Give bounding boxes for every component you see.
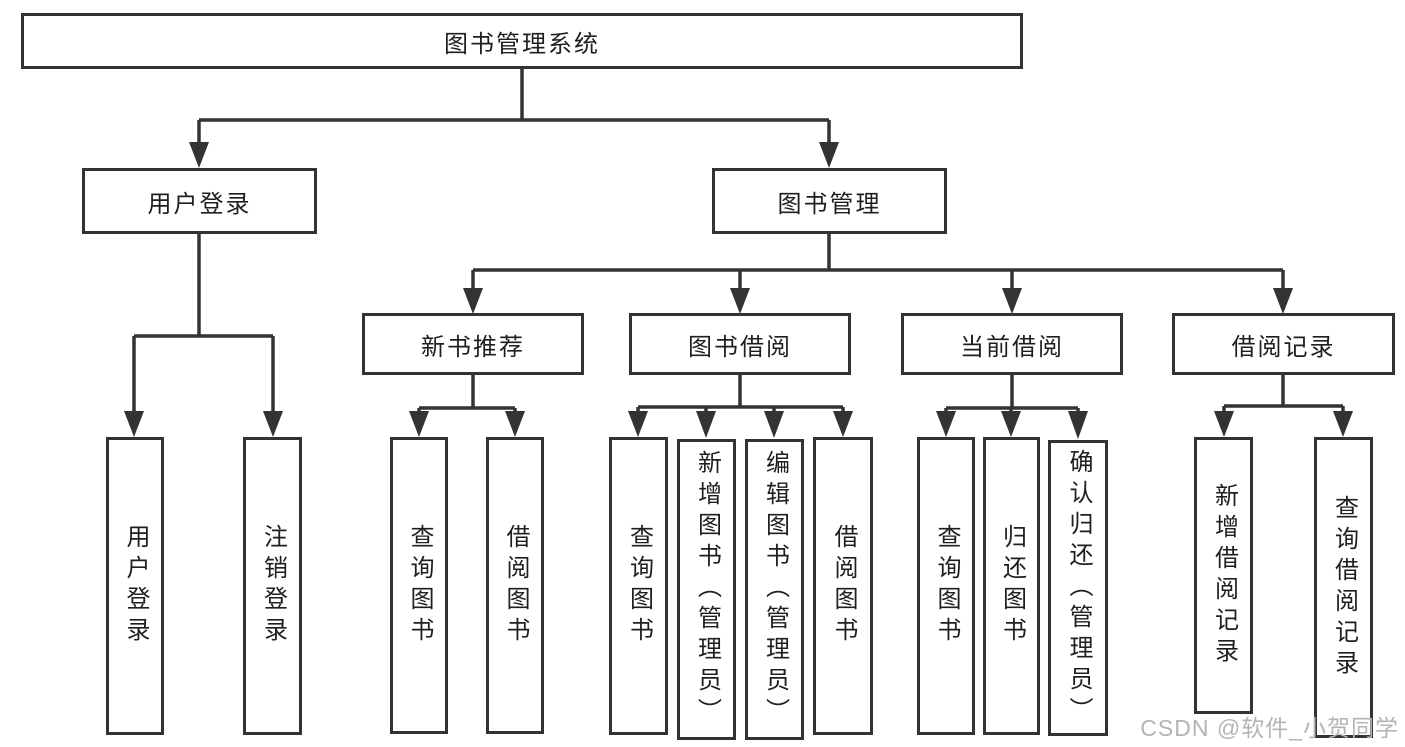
arrowhead-icon — [833, 411, 853, 437]
node-user-login-leaf-label: 用户登录 — [122, 524, 149, 648]
node-current-confirm-return-admin-label: 确认归还（管理员） — [1065, 448, 1092, 728]
node-current-return-books: 归还图书 — [983, 437, 1040, 735]
node-root-label: 图书管理系统 — [444, 30, 600, 58]
node-borrow-edit-books-admin-label: 编辑图书（管理员） — [761, 450, 789, 729]
node-book-borrowing: 图书借阅 — [629, 313, 851, 375]
node-borrow-query-books-label: 查询图书 — [625, 524, 653, 648]
node-current-borrowing: 当前借阅 — [901, 313, 1123, 375]
node-current-query-books-label: 查询图书 — [933, 524, 960, 648]
node-user-login-group: 用户登录 — [82, 168, 317, 234]
node-recommend-borrow-books-label: 借阅图书 — [502, 523, 529, 648]
arrowhead-icon — [1002, 288, 1022, 314]
node-root: 图书管理系统 — [21, 13, 1023, 69]
arrowhead-icon — [409, 411, 429, 437]
node-borrow-borrow-books-label: 借阅图书 — [830, 524, 857, 648]
node-logout-leaf: 注销登录 — [243, 437, 302, 735]
arrowhead-icon — [936, 411, 956, 437]
arrowhead-icon — [819, 142, 839, 168]
node-recommend-query-books-label: 查询图书 — [406, 523, 433, 648]
node-records-add-record: 新增借阅记录 — [1194, 437, 1253, 714]
node-borrow-query-books: 查询图书 — [609, 437, 668, 735]
node-user-login-group-label: 用户登录 — [147, 190, 252, 218]
node-borrow-add-books-admin: 新增图书（管理员） — [677, 439, 736, 740]
arrowheads — [124, 142, 1353, 439]
node-current-confirm-return-admin: 确认归还（管理员） — [1048, 440, 1108, 736]
watermark: CSDN @软件_小贺同学 — [1140, 715, 1399, 741]
arrowhead-icon — [1273, 288, 1293, 314]
node-borrowing-records-label: 借阅记录 — [1231, 333, 1336, 361]
connector-lines — [132, 68, 1345, 414]
arrowhead-icon — [263, 411, 283, 437]
node-current-borrowing-label: 当前借阅 — [960, 333, 1064, 361]
node-logout-leaf-label: 注销登录 — [259, 524, 287, 648]
arrowhead-icon — [628, 411, 648, 437]
arrowhead-icon — [1214, 411, 1234, 437]
node-borrow-borrow-books: 借阅图书 — [813, 437, 873, 735]
arrowhead-icon — [696, 411, 716, 438]
node-new-book-recommendation: 新书推荐 — [362, 313, 584, 375]
arrowhead-icon — [1001, 411, 1021, 437]
arrowhead-icon — [764, 411, 784, 438]
node-records-add-record-label: 新增借阅记录 — [1210, 482, 1238, 669]
node-borrow-add-books-admin-label: 新增图书（管理员） — [693, 450, 721, 729]
arrowhead-icon — [463, 288, 483, 314]
node-book-management-label: 图书管理 — [777, 190, 882, 218]
node-current-query-books: 查询图书 — [917, 437, 975, 735]
arrowhead-icon — [1068, 411, 1088, 439]
arrowhead-icon — [730, 288, 750, 314]
arrowhead-icon — [505, 411, 525, 437]
arrowhead-icon — [1333, 411, 1353, 437]
arrowhead-icon — [124, 411, 144, 437]
node-records-query-record-label: 查询借阅记录 — [1330, 494, 1358, 681]
node-recommend-query-books: 查询图书 — [390, 437, 448, 734]
arrowhead-icon — [189, 142, 209, 168]
node-current-return-books-label: 归还图书 — [998, 524, 1026, 648]
node-new-book-recommendation-label: 新书推荐 — [421, 333, 525, 361]
node-borrowing-records: 借阅记录 — [1172, 313, 1395, 375]
node-book-borrowing-label: 图书借阅 — [688, 333, 792, 361]
node-user-login-leaf: 用户登录 — [106, 437, 164, 735]
node-book-management: 图书管理 — [712, 168, 947, 234]
node-recommend-borrow-books: 借阅图书 — [486, 437, 544, 734]
node-borrow-edit-books-admin: 编辑图书（管理员） — [745, 439, 804, 740]
node-records-query-record: 查询借阅记录 — [1314, 437, 1373, 738]
